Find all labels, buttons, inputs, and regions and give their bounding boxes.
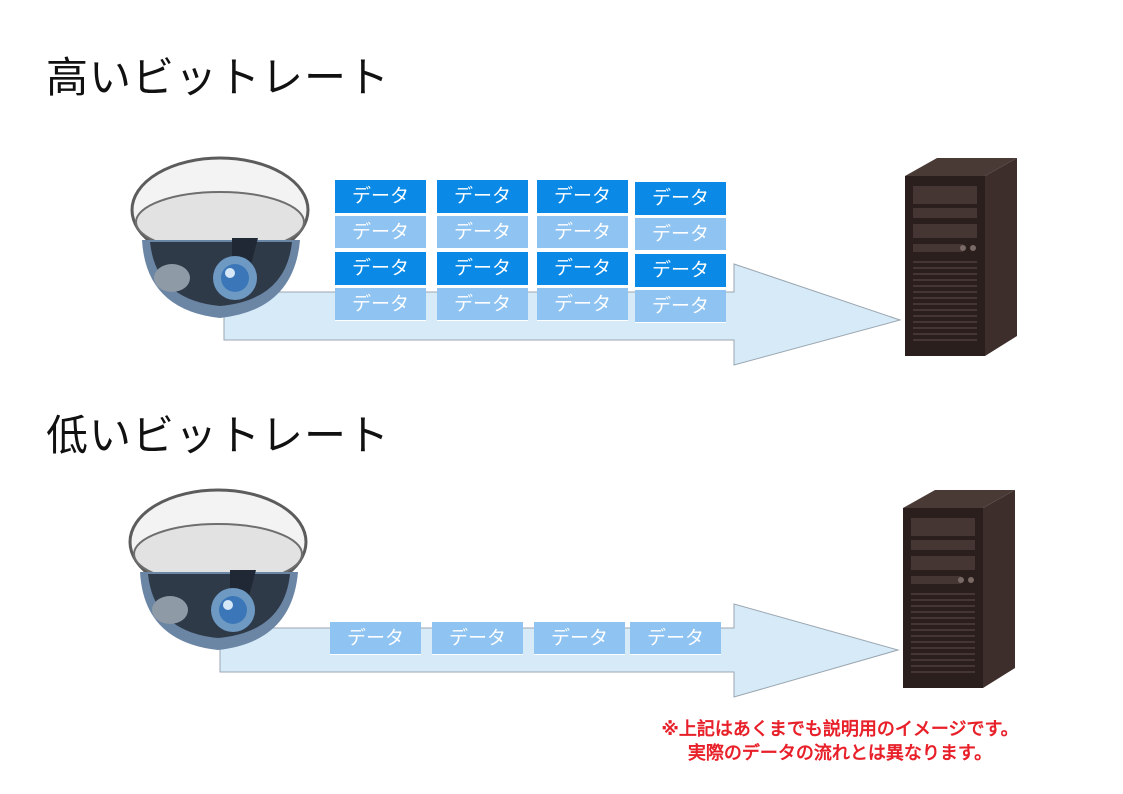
disclaimer-line-1: ※上記はあくまでも説明用のイメージです。	[661, 719, 1019, 740]
security-camera-icon	[130, 156, 310, 318]
packet-data: データ	[635, 290, 726, 323]
high-bitrate-title: 高いビットレート	[46, 53, 391, 102]
packet-data: データ	[537, 216, 628, 249]
security-camera-icon	[128, 488, 308, 650]
packet-data: データ	[432, 622, 523, 655]
packet-data: データ	[537, 252, 628, 285]
packet-data: データ	[537, 180, 628, 213]
packet-data: データ	[335, 288, 426, 321]
high-packet-stack: データ データ データ データ データ データ データ データ データ データ …	[335, 180, 735, 325]
packet-data: データ	[335, 216, 426, 249]
packet-data: データ	[437, 180, 528, 213]
packet-data: データ	[330, 622, 421, 655]
packet-data: データ	[635, 182, 726, 215]
packet-data: データ	[437, 216, 528, 249]
packet-data: データ	[534, 622, 625, 655]
packet-data: データ	[437, 288, 528, 321]
disclaimer-note: ※上記はあくまでも説明用のイメージです。 実際のデータの流れとは異なります。	[600, 718, 1080, 766]
packet-data: データ	[635, 254, 726, 287]
low-packet-row: データ データ データ データ	[330, 622, 730, 658]
disclaimer-line-2: 実際のデータの流れとは異なります。	[687, 743, 993, 764]
server-tower-icon	[905, 158, 1017, 356]
server-tower-icon	[903, 490, 1015, 688]
packet-data: データ	[335, 252, 426, 285]
low-bitrate-title: 低いビットレート	[46, 411, 391, 460]
packet-data: データ	[630, 622, 721, 655]
packet-data: データ	[437, 252, 528, 285]
packet-data: データ	[537, 288, 628, 321]
packet-data: データ	[335, 180, 426, 213]
packet-data: データ	[635, 218, 726, 251]
